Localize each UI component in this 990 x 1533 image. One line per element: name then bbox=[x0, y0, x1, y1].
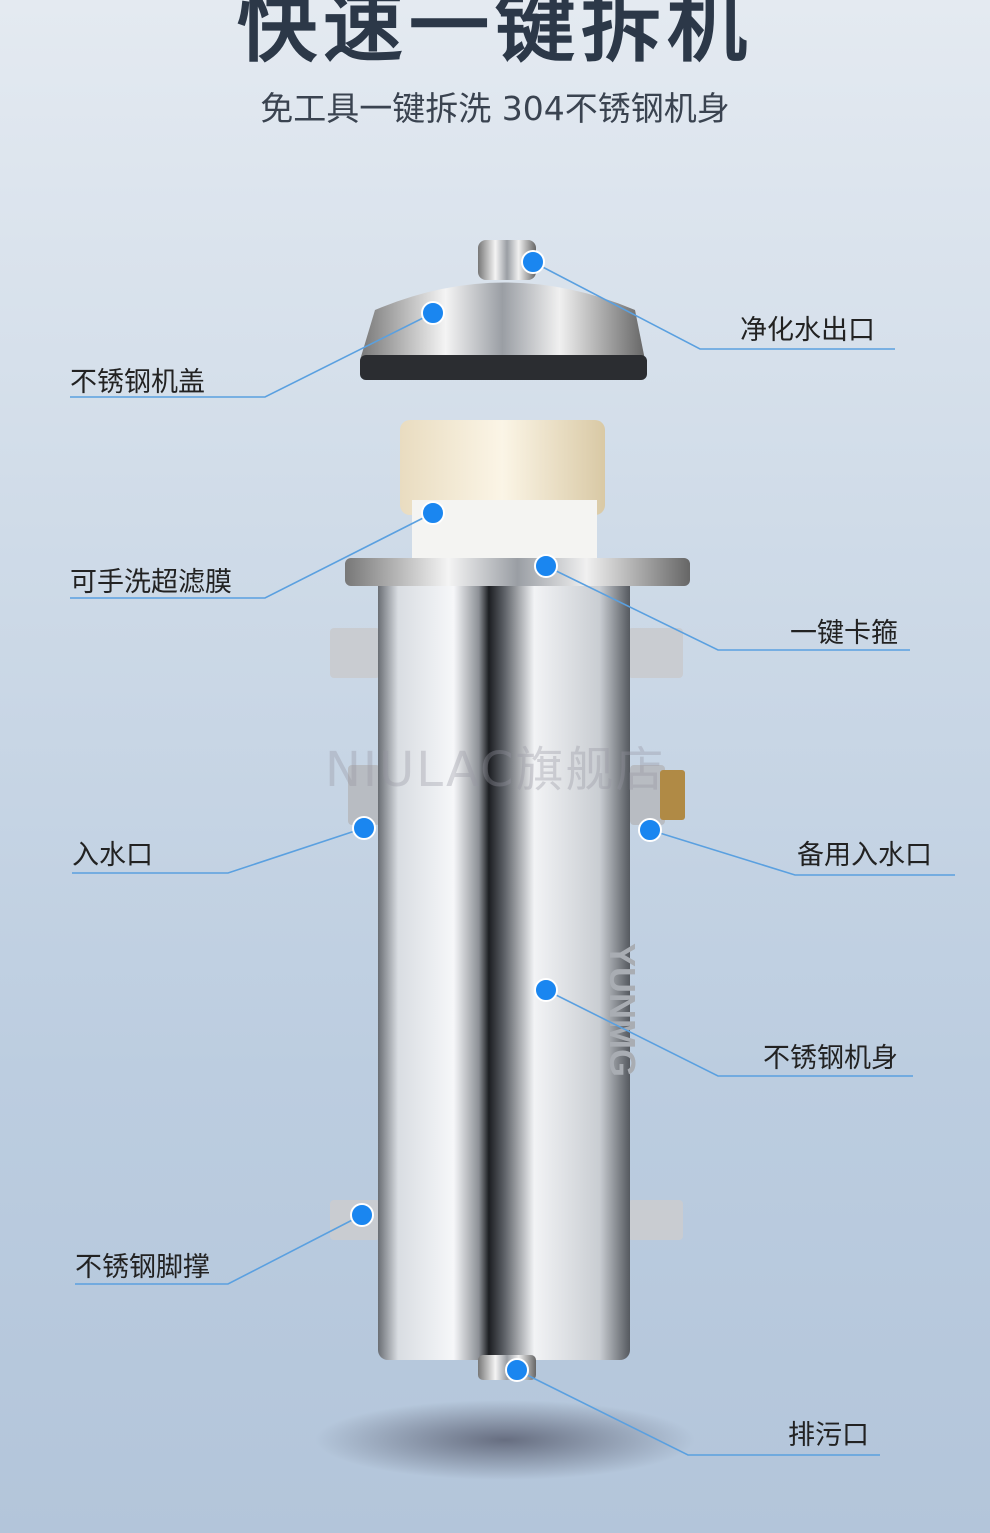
page-subtitle: 免工具一键拆洗 304不锈钢机身 bbox=[260, 89, 730, 128]
callout-dot bbox=[534, 554, 558, 578]
shadow bbox=[315, 1400, 695, 1480]
housing-body: YUNMG bbox=[330, 558, 690, 1380]
callout-drain: 排污口 bbox=[788, 1420, 869, 1451]
callout-spare-inlet: 备用入水口 bbox=[797, 840, 932, 871]
page-title: 快速一键拆机 bbox=[237, 0, 753, 73]
callout-dot bbox=[534, 978, 558, 1002]
callout-inlet: 入水口 bbox=[72, 840, 153, 871]
lid bbox=[360, 240, 647, 380]
callout-body: 不锈钢机身 bbox=[763, 1043, 898, 1074]
watermark: NIULAC旗舰店 bbox=[325, 742, 666, 798]
brand-mark: YUNMG bbox=[602, 943, 643, 1077]
callout-clamp: 一键卡箍 bbox=[790, 618, 898, 649]
callout-dot bbox=[638, 818, 662, 842]
callout-dot bbox=[352, 816, 376, 840]
callout-dot bbox=[521, 250, 545, 274]
callout-membrane: 可手洗超滤膜 bbox=[70, 567, 232, 598]
callout-dot bbox=[421, 301, 445, 325]
leader-lines bbox=[70, 261, 955, 1456]
callout-lid: 不锈钢机盖 bbox=[70, 367, 205, 398]
callout-dot bbox=[505, 1358, 529, 1382]
callout-feet: 不锈钢脚撑 bbox=[75, 1252, 210, 1283]
filter-membrane bbox=[400, 420, 605, 560]
callout-outlet: 净化水出口 bbox=[740, 315, 875, 346]
callout-dot bbox=[350, 1203, 374, 1227]
callout-dot bbox=[421, 501, 445, 525]
